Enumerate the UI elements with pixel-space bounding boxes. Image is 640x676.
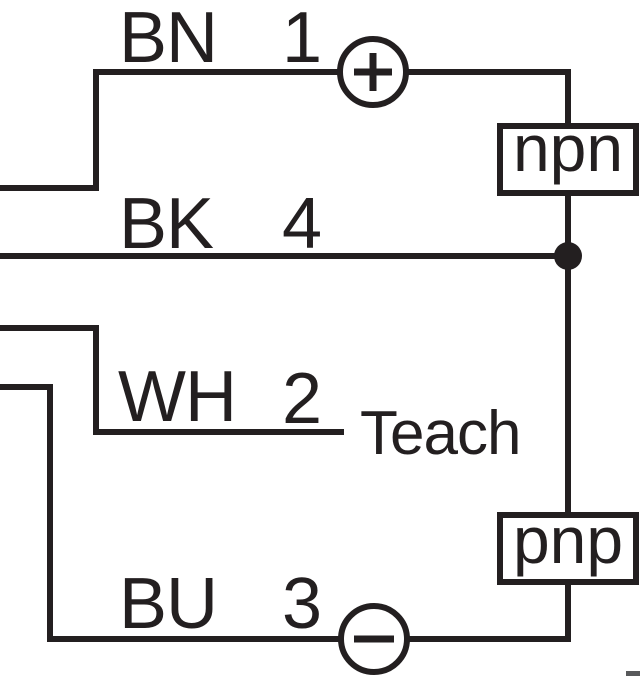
- plus-glyph: [354, 53, 392, 91]
- junction-dot: [554, 242, 582, 270]
- wire-wh-path: [0, 325, 344, 435]
- pnp-box-label: pnp: [513, 503, 623, 577]
- pnp-output-box: pnp: [497, 503, 639, 585]
- wire-bn-pin: 1: [282, 0, 322, 78]
- wire-bu-path: [0, 384, 571, 642]
- pnp-box-frame: [497, 512, 639, 585]
- minus-circle-icon: [338, 603, 410, 675]
- wire-wh-label: WH: [118, 357, 236, 437]
- npn-box-frame: [497, 123, 639, 196]
- wire-wh-pin: 2: [282, 359, 322, 439]
- corner-crop-mark: [626, 671, 640, 676]
- npn-output-box: npn: [497, 111, 639, 196]
- wire-bk-pin: 4: [282, 184, 322, 264]
- wire-bn-label: BN: [119, 0, 217, 78]
- wire-bk-label: BK: [119, 184, 214, 264]
- plus-circle-icon: [337, 36, 409, 108]
- teach-function-label: Teach: [360, 399, 520, 468]
- wire-bu-pin: 3: [282, 564, 322, 644]
- wire-bn-path: [0, 69, 571, 191]
- wire-bu-label: BU: [119, 564, 217, 644]
- npn-box-label: npn: [513, 111, 623, 185]
